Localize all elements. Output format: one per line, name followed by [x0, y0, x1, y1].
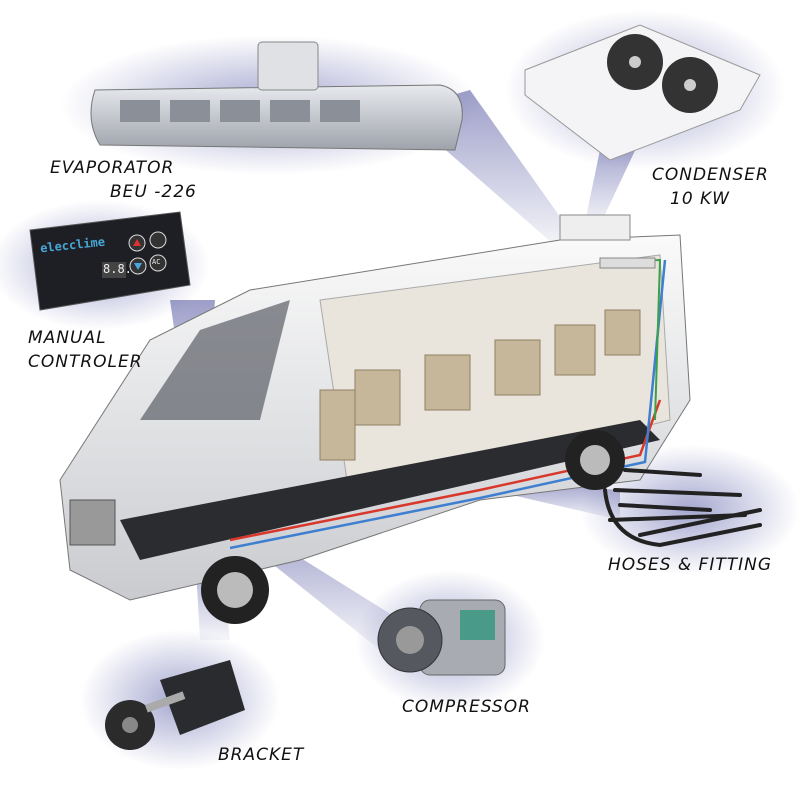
- evaporator-model-label: BEU -226: [110, 182, 197, 202]
- hoses-image: [603, 468, 762, 548]
- minibus-cutaway-image: [59, 214, 691, 624]
- hoses-label: HOSES & FITTING: [608, 555, 773, 575]
- compressor-image: [377, 599, 506, 676]
- manual-controller-image: [29, 211, 191, 311]
- condenser-unit-image: [524, 24, 761, 161]
- controller-ac-button: AC: [152, 258, 161, 266]
- bracket-image: [105, 660, 245, 750]
- bracket-label: BRACKET: [218, 745, 305, 765]
- compressor-label: COMPRESSOR: [402, 697, 531, 717]
- controller-label-line1: MANUAL: [28, 328, 107, 348]
- controller-label-line2: CONTROLER: [28, 352, 143, 372]
- evaporator-label: EVAPORATOR: [50, 158, 175, 178]
- controller-display: 8.8.: [103, 262, 132, 276]
- condenser-label: CONDENSER: [652, 165, 769, 185]
- evaporator-unit-image: [90, 41, 463, 151]
- condenser-power-label: 10 KW: [670, 189, 730, 209]
